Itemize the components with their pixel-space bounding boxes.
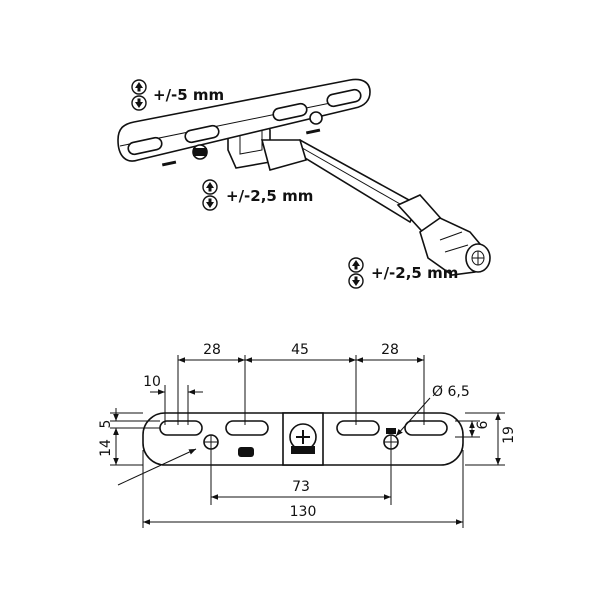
dim-label: 130 bbox=[290, 504, 317, 520]
adjustment-label: +/-2,5 mm bbox=[226, 187, 313, 205]
dim-label: 28 bbox=[203, 342, 221, 358]
mark bbox=[386, 428, 396, 434]
adjustment-lateral: +/-2,5 mm bbox=[202, 179, 313, 211]
slot bbox=[336, 420, 380, 436]
dim-label: Ø 6,5 bbox=[432, 384, 470, 400]
dim-label: 45 bbox=[291, 342, 309, 358]
rod-end-cap bbox=[419, 217, 491, 276]
mounting-plate bbox=[117, 78, 371, 167]
adjustment-depth: +/-2,5 mm bbox=[348, 257, 458, 289]
slot bbox=[225, 420, 269, 436]
dim-label: 5 bbox=[98, 420, 114, 429]
slot bbox=[404, 420, 448, 436]
front-view bbox=[117, 412, 464, 486]
mark bbox=[238, 447, 254, 457]
slot bbox=[159, 420, 203, 436]
up-down-arrows-icon bbox=[348, 257, 364, 289]
up-down-arrows-icon bbox=[131, 79, 147, 111]
dimensions: 28 45 28 10 Ø 6,5 5 14 6 19 73 130 bbox=[98, 342, 517, 528]
pivot-rod bbox=[290, 138, 446, 242]
dim-label: 10 bbox=[143, 374, 161, 390]
adjustment-label: +/-5 mm bbox=[153, 86, 224, 104]
adjustment-vertical: +/-5 mm bbox=[131, 79, 224, 111]
dim-label: 6 bbox=[475, 420, 491, 429]
adjustment-label: +/-2,5 mm bbox=[371, 264, 458, 282]
dim-label: 73 bbox=[292, 479, 310, 495]
dim-label: 14 bbox=[98, 439, 114, 457]
isometric-view bbox=[117, 78, 491, 276]
up-down-arrows-icon bbox=[202, 179, 218, 211]
dim-label: 19 bbox=[501, 426, 517, 444]
dim-label: 28 bbox=[381, 342, 399, 358]
